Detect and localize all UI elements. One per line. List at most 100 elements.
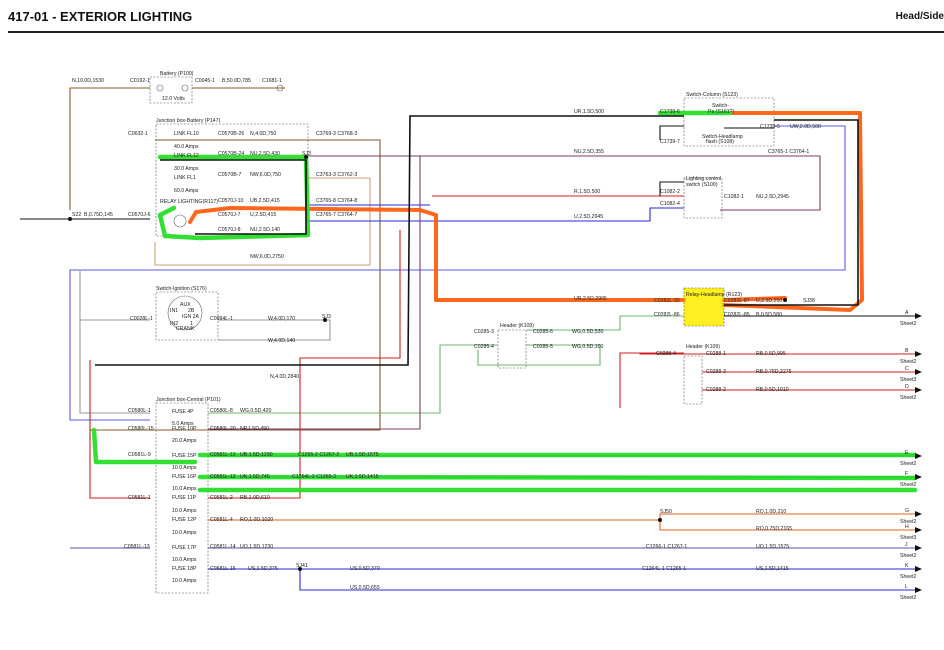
diagram-label: C0570B-26 [218, 131, 244, 137]
diagram-label: R,1.5D,500 [574, 189, 600, 195]
diagram-label: RB,1.0D,610 [240, 495, 270, 501]
diagram-label: FUSE 15P [172, 453, 197, 459]
diagram-label: B,50.0D,785 [222, 78, 251, 84]
relay-lighting-label: RELAY LIGHTING(R117) [160, 199, 218, 205]
diagram-label: B,0.5D,580 [756, 312, 782, 318]
diagram-label: UR,1.5D,500 [574, 109, 604, 115]
diagram-label: WG,0.5D,530 [572, 329, 604, 335]
diagram-label: C0570J-10 [218, 198, 243, 204]
diagram-label: SJ38 [803, 298, 815, 304]
diagram-label: S22 [72, 212, 81, 218]
diagram-label: C0580L-8 [210, 408, 233, 414]
junction-dot [783, 298, 787, 302]
diagram-label: C0570J-6 [128, 212, 151, 218]
diagram-label: FUSE 12P [172, 517, 197, 523]
offpage-sheet: Sheet3 [900, 377, 917, 383]
diagram-label: C0192-1 [130, 78, 150, 84]
switch-flash-label: Switch-Headlamp [702, 134, 743, 140]
diagram-label: C3765-1 C3764-1 [768, 149, 809, 155]
diagram-label: RO,0.75D,2165 [756, 526, 792, 532]
diagram-label: 10.0 Amps [172, 465, 197, 471]
diagram-label: C0581L-2 [210, 495, 233, 501]
diagram-label: 60.0 Amps [174, 188, 199, 194]
offpage-arrows [915, 313, 922, 593]
diagram-label: C0581L-14 [210, 544, 236, 550]
diagram-label: C1739-7 [660, 139, 680, 145]
diagram-label: U,2.5D,415 [250, 212, 276, 218]
offpage-letter: L [905, 584, 908, 590]
diagram-label: C3763-3 C3762-3 [316, 172, 357, 178]
diagram-label: 5.0 Amps [172, 421, 194, 427]
diagram-label: FUSE 11P [172, 495, 197, 501]
diagram-label: C0285-4 [474, 344, 494, 350]
diagram-label: UB,1.5D,1575 [346, 452, 379, 458]
diagram-label: C0288-3 [706, 369, 726, 375]
diagram-label: C1739-5 [760, 124, 780, 130]
diagram-label: 40.0 Amps [174, 144, 199, 150]
diagram-label: U,2.5D,2945 [574, 214, 603, 220]
diagram-label: C1264L-1 C1265-1 [642, 566, 686, 572]
diagram-label: WG,0.5D,420 [240, 408, 272, 414]
jb-central-label: Junction box-Central (P101) [156, 397, 221, 403]
diagram-label: C0282L-85 [724, 312, 750, 318]
header-k109a-label: Header (K109) [500, 323, 534, 329]
diagram-label: 20.0 Amps [172, 438, 197, 444]
offpage-letter: G [905, 508, 909, 514]
diagram-label: C0581L-13 [124, 544, 150, 550]
diagram-label: C3765-8 C3764-8 [316, 198, 357, 204]
diagram-label: US,0.5D,370 [350, 566, 380, 572]
offpage-sheet: Sheet2 [900, 461, 917, 467]
diagram-label: RB,0.75D,2275 [756, 369, 792, 375]
diagram-label: B,0.75D,145 [84, 212, 113, 218]
diagram-label: SJ41 [296, 563, 308, 569]
offpage-sheet: Sheet2 [900, 574, 917, 580]
offpage-sheet: Sheet2 [900, 482, 917, 488]
diagram-label: NW,6.0D,750 [250, 172, 281, 178]
diagram-label: C0288-2 [706, 387, 726, 393]
ign-2a: IGN 2A [182, 314, 200, 320]
junction-dot [68, 217, 72, 221]
diagram-label: N,4.0D,2840 [270, 374, 299, 380]
offpage-letter: A [905, 310, 909, 316]
diagram-label: W,4.0D,170 [268, 316, 295, 322]
junction-dot [658, 518, 662, 522]
diagram-label: C1739-6 [660, 109, 680, 115]
lighting-control-label2: switch (S100) [686, 182, 718, 188]
offpage-sheet: Sheet2 [900, 359, 917, 365]
lighting-control-box [683, 177, 723, 219]
diagram-label: C0094L-1 [210, 316, 233, 322]
diagram-label: C1264L-2 C1265-2 [292, 474, 336, 480]
offpage-sheet: Sheet2 [900, 553, 917, 559]
diagram-label: US,0.5D,655 [350, 585, 380, 591]
diagram-label: C0285-5 [533, 344, 553, 350]
diagram-label: C3769-3 C3768-3 [316, 131, 357, 137]
diagram-label: RO,1.0D,1020 [240, 517, 273, 523]
diagram-label: RB,0.5D,995 [756, 351, 786, 357]
diagram-label: C1082-4 [660, 201, 680, 207]
offpage-letter: H [905, 524, 909, 530]
diagram-label: C0580L-15 [128, 426, 154, 432]
diagram-label: C0288-1 [706, 351, 726, 357]
offpage-letter: E [905, 450, 909, 456]
diagram-label: N,4.0D,750 [250, 131, 276, 137]
diagram-label: C0581L-10 [210, 452, 236, 458]
switch-column-box [683, 97, 775, 147]
diagram-label: UB,1.5D,1290 [240, 452, 273, 458]
relay-headlamp-label: Relay-Headlamp (R123) [686, 292, 742, 298]
diagram-label: RB,0.5D,1010 [756, 387, 789, 393]
diagram-label: LINK FL1 [174, 175, 196, 181]
ign-in1: IN1 [170, 308, 178, 314]
diagram-label: 10.0 Amps [172, 557, 197, 563]
diagram-label: SJ3 [302, 151, 311, 157]
diagram-label: RO,1.0D,210 [756, 509, 786, 515]
page-title: 417-01 - EXTERIOR LIGHTING [8, 9, 193, 24]
diagram-label: FUSE 10P [172, 426, 197, 432]
lighting-control-label: Lighting control [686, 176, 721, 182]
diagram-label: C1265-2 C1267-2 [298, 452, 339, 458]
diagram-label: C0580L-1 [128, 408, 151, 414]
diagram-label: C0282L-30 [654, 298, 680, 304]
diagram-label: C1266-1 C1267-1 [646, 544, 687, 550]
diagram-label: C0570B-24 [218, 151, 244, 157]
diagram-label: NU,2.5D,2945 [756, 194, 789, 200]
